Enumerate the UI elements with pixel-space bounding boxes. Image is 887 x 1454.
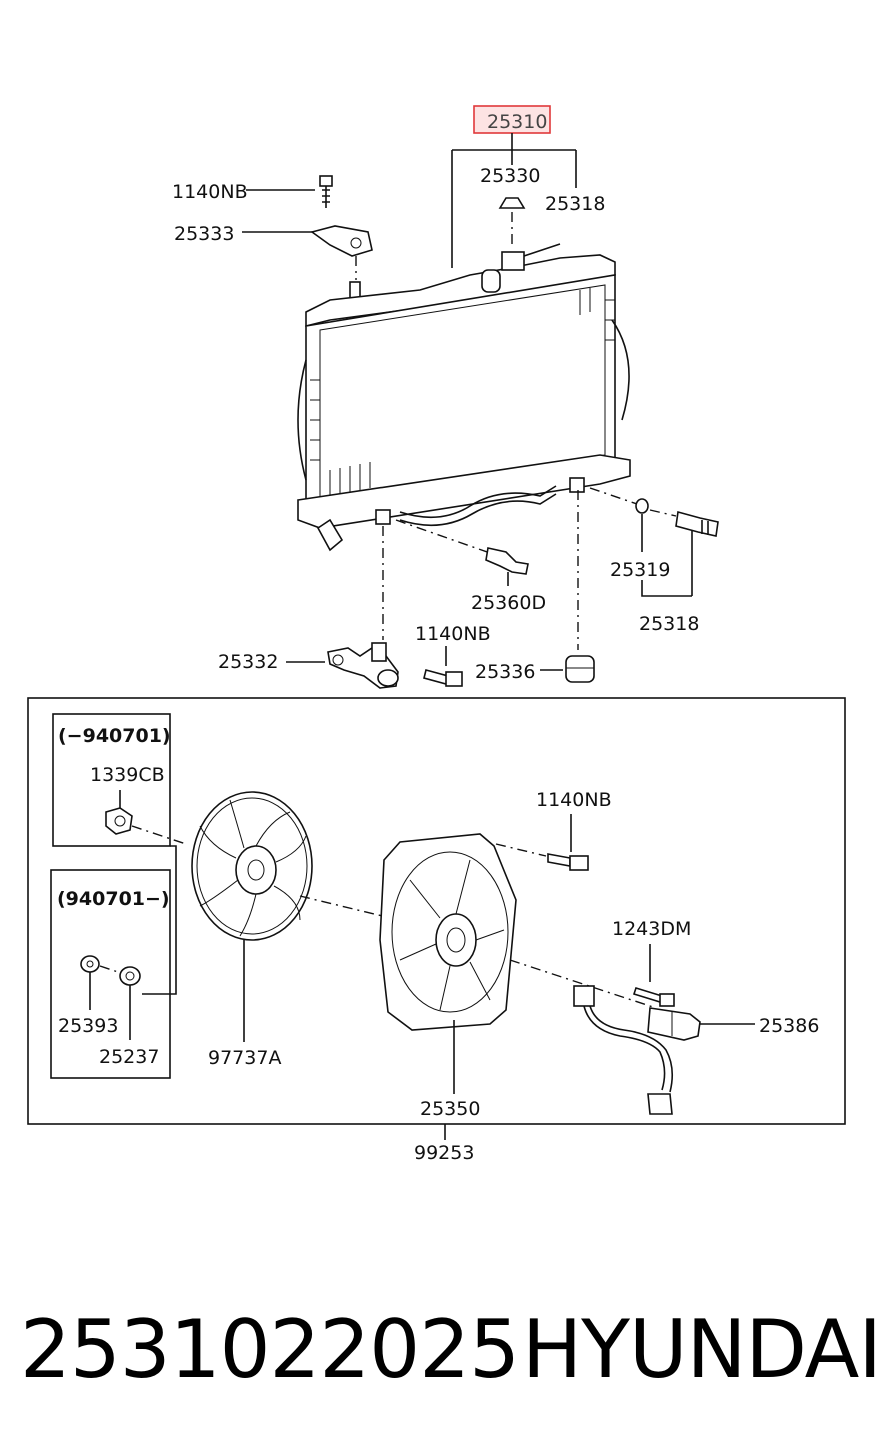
highlight-label: 25310 bbox=[487, 111, 547, 133]
bolt-fan-icon bbox=[547, 853, 589, 871]
late-variant-label: (940701−) bbox=[57, 888, 170, 910]
label-25319: 25319 bbox=[610, 559, 670, 581]
washer-icon bbox=[80, 955, 141, 986]
label-1140NB-mid: 1140NB bbox=[415, 623, 491, 645]
radiator-icon bbox=[297, 243, 631, 552]
brand-name: HYUNDAI bbox=[522, 1303, 882, 1396]
late-variant-box bbox=[50, 869, 171, 1079]
part-label-25310[interactable]: 25310 bbox=[473, 105, 551, 134]
label-1243DM: 1243DM bbox=[612, 918, 691, 940]
bracket-lower-icon bbox=[327, 642, 399, 689]
label-99253: 99253 bbox=[414, 1142, 474, 1164]
insulator-icon bbox=[565, 655, 595, 683]
label-25393: 25393 bbox=[58, 1015, 118, 1037]
gasket-icon bbox=[635, 498, 649, 514]
wire-harness-icon bbox=[573, 985, 674, 1115]
label-25318-top: 25318 bbox=[545, 193, 605, 215]
bolt-icon bbox=[319, 175, 333, 208]
label-97737A: 97737A bbox=[208, 1047, 281, 1069]
fan-shroud-icon bbox=[379, 833, 517, 1031]
footer: 2531022025 HYUNDAI bbox=[0, 1295, 887, 1405]
label-25237: 25237 bbox=[99, 1046, 159, 1068]
screw-icon bbox=[632, 987, 675, 1007]
drain-plug-icon bbox=[675, 510, 719, 537]
fan-motor-icon bbox=[647, 1007, 701, 1041]
nut-icon bbox=[105, 807, 133, 835]
early-variant-box bbox=[52, 713, 171, 847]
label-25360D: 25360D bbox=[471, 592, 546, 614]
bracket-upper-icon bbox=[310, 225, 373, 303]
label-25336: 25336 bbox=[475, 661, 535, 683]
label-25330: 25330 bbox=[480, 165, 540, 187]
label-1339CB: 1339CB bbox=[90, 764, 165, 786]
early-variant-label: (−940701) bbox=[58, 725, 171, 747]
fan-blade-icon bbox=[191, 791, 313, 941]
label-25333: 25333 bbox=[174, 223, 234, 245]
label-25318-bottom: 25318 bbox=[639, 613, 699, 635]
label-25350: 25350 bbox=[420, 1098, 480, 1120]
part-number: 2531022025 bbox=[20, 1303, 520, 1396]
label-25332: 25332 bbox=[218, 651, 278, 673]
fan-assembly-frame bbox=[27, 697, 846, 1125]
bolt-mid-icon bbox=[423, 669, 463, 687]
label-1140NB-fan: 1140NB bbox=[536, 789, 612, 811]
radiator-cap-icon bbox=[498, 197, 526, 245]
label-1140NB-top: 1140NB bbox=[172, 181, 248, 203]
label-25386: 25386 bbox=[759, 1015, 819, 1037]
temp-switch-icon bbox=[485, 547, 529, 575]
